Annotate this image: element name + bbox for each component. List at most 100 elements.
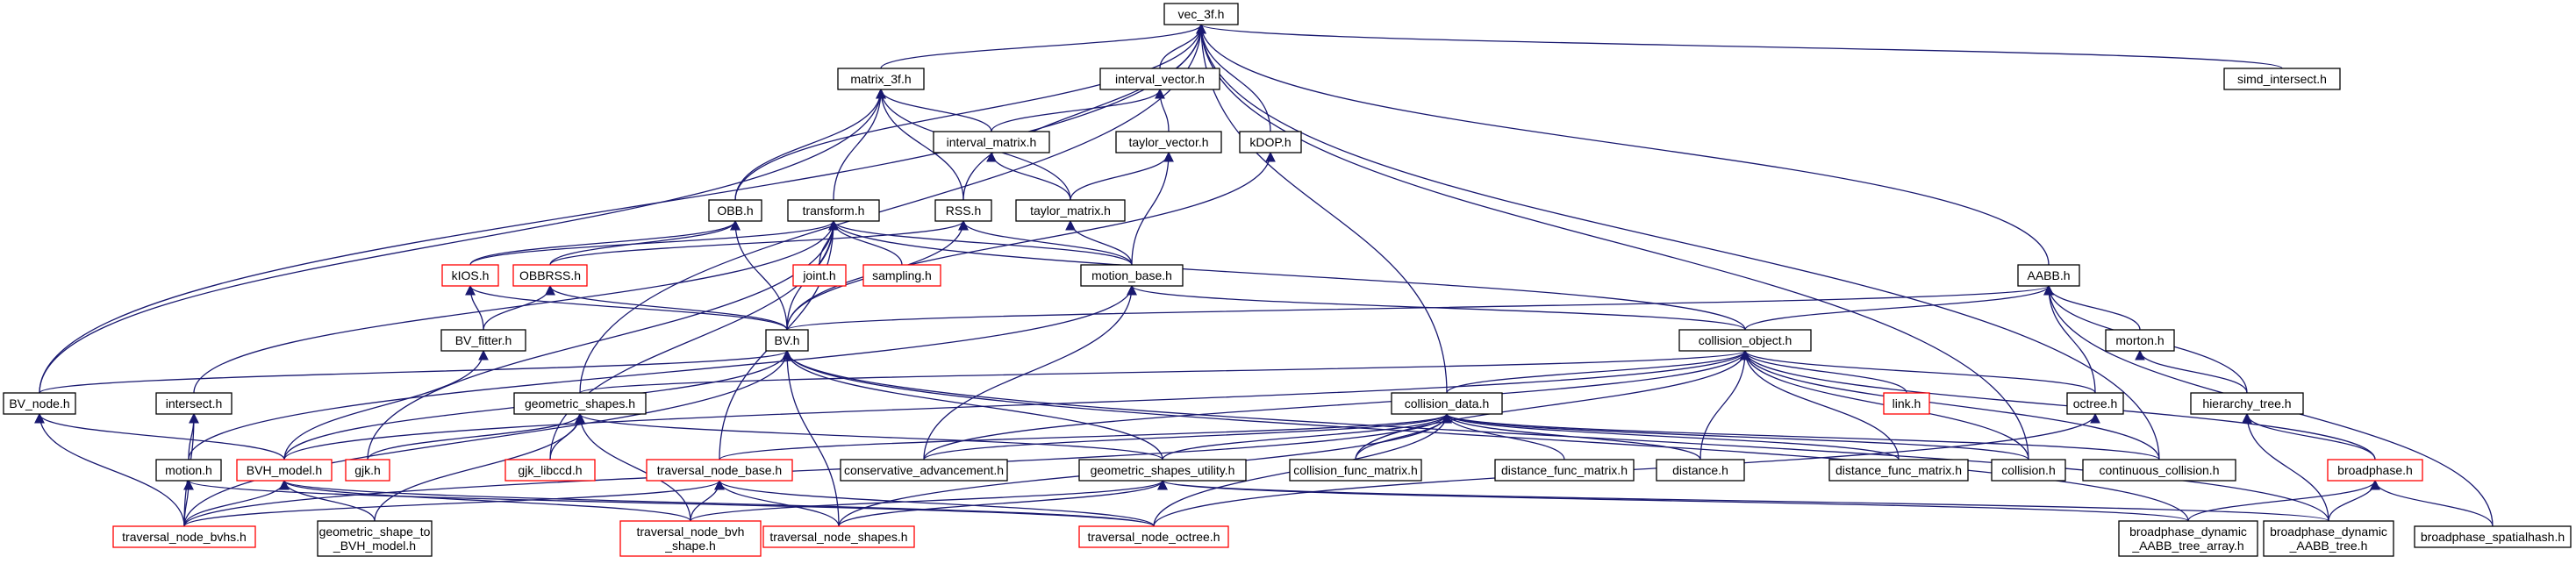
node-link[interactable]: link.h	[1883, 392, 1930, 415]
node-geomutil[interactable]: geometric_shapes_utility.h	[1078, 459, 1247, 482]
edge-gjk-to-geomshapes	[367, 412, 585, 460]
edge-contcollision-to-collisionobject	[1740, 349, 2160, 460]
node-box-intervalmatrix	[933, 131, 1050, 153]
node-travshapes[interactable]: traversal_node_shapes.h	[762, 525, 915, 548]
edge-hierarchytree-to-morton	[2135, 349, 2248, 394]
node-intersect[interactable]: intersect.h	[155, 392, 233, 415]
node-bv[interactable]: BV.h	[765, 329, 809, 352]
edge-bpdyntree-to-geomutil	[1157, 479, 2329, 522]
edge-bpdynarray-to-broadphase	[2187, 479, 2380, 522]
node-motion[interactable]: motion.h	[155, 459, 222, 482]
node-obb[interactable]: OBB.h	[708, 199, 762, 222]
edge-bvnode-to-bv	[39, 349, 792, 394]
node-transform[interactable]: transform.h	[787, 199, 880, 222]
edge-bvnode-to-vec3f	[39, 23, 1206, 394]
node-motionbase[interactable]: motion_base.h	[1080, 264, 1184, 287]
node-collisionobject[interactable]: collision_object.h	[1678, 329, 1812, 352]
node-label-taylorvector: taylor_vector.h	[1128, 135, 1208, 149]
node-sampling[interactable]: sampling.h	[862, 264, 941, 287]
edge-motion-to-motionbase	[188, 284, 1137, 460]
node-distfuncmatrix1[interactable]: distance_func_matrix.h	[1494, 459, 1635, 482]
node-bvnode[interactable]: BV_node.h	[3, 392, 76, 415]
edge-bv-to-obb	[730, 219, 788, 331]
edge-collisiondata-to-collisionobject	[1446, 349, 1750, 394]
edge-travbvhs-to-bvnode	[34, 412, 185, 527]
node-hierarchytree[interactable]: hierarchy_tree.h	[2190, 392, 2304, 415]
node-box-consadv	[840, 459, 1008, 482]
node-aabb[interactable]: AABB.h	[2017, 264, 2080, 287]
node-label-travbvhshape-line2: _shape.h	[664, 539, 716, 553]
node-label-gjk: gjk.h	[354, 463, 381, 477]
node-bpdynarray[interactable]: broadphase_dynamic_AABB_tree_array.h	[2118, 520, 2258, 557]
node-contcollision[interactable]: continuous_collision.h	[2082, 459, 2236, 482]
node-box-kdop	[1239, 131, 1302, 153]
node-consadv[interactable]: conservative_advancement.h	[840, 459, 1008, 482]
node-collisiondata[interactable]: collision_data.h	[1391, 392, 1503, 415]
edge-travshapes-to-geomutil	[838, 479, 1168, 527]
node-box-kios	[441, 264, 499, 287]
node-simd[interactable]: simd_intersect.h	[2223, 68, 2341, 90]
node-label-geomtobvh-line2: _BVH_model.h	[333, 539, 416, 553]
edge-geomutil-to-collisiondata	[1162, 412, 1452, 460]
node-label-broadphase: broadphase.h	[2337, 463, 2413, 477]
node-morton[interactable]: morton.h	[2105, 329, 2175, 352]
node-taylorvector[interactable]: taylor_vector.h	[1115, 131, 1222, 153]
node-gjklibccd[interactable]: gjk_libccd.h	[504, 459, 596, 482]
node-geomtobvh[interactable]: geometric_shape_to_BVH_model.h	[317, 520, 433, 557]
node-travnodebase[interactable]: traversal_node_base.h	[646, 459, 793, 482]
edge-broadphase-to-hierarchytree	[2242, 412, 2376, 460]
node-label-kios: kIOS.h	[452, 268, 490, 282]
node-kdop[interactable]: kDOP.h	[1239, 131, 1302, 153]
edge-contcollision-to-vec3f	[1196, 23, 2160, 460]
edge-bvnode-to-matrix3f	[39, 88, 886, 394]
edge-collisiondata-to-vec3f	[1196, 23, 1448, 394]
node-collision[interactable]: collision.h	[1991, 459, 2066, 482]
node-box-broadphase	[2327, 459, 2423, 482]
node-label-consadv: conservative_advancement.h	[844, 463, 1004, 477]
node-label-vec3f: vec_3f.h	[1178, 7, 1225, 21]
node-matrix3f[interactable]: matrix_3f.h	[837, 68, 925, 90]
node-box-collision	[1991, 459, 2066, 482]
node-box-motion	[155, 459, 222, 482]
edge-geomutil-to-bv	[782, 349, 1163, 460]
node-distance[interactable]: distance.h	[1656, 459, 1745, 482]
node-kios[interactable]: kIOS.h	[441, 264, 499, 287]
node-colfuncmatrix[interactable]: collision_func_matrix.h	[1289, 459, 1422, 482]
node-box-hierarchytree	[2190, 392, 2304, 415]
edge-taylorvector-to-intervalvector	[1155, 88, 1170, 132]
node-box-morton	[2105, 329, 2175, 352]
node-bvhmodel[interactable]: BVH_model.h	[236, 459, 333, 482]
edge-travbvhshape-to-geomutil	[690, 479, 1168, 522]
node-box-colfuncmatrix	[1289, 459, 1422, 482]
node-distfuncmatrix2[interactable]: distance_func_matrix.h	[1828, 459, 1969, 482]
node-box-link	[1883, 392, 1930, 415]
edge-octree-to-collisionobject	[1740, 349, 2096, 394]
node-label-kdop: kDOP.h	[1249, 135, 1291, 149]
node-obbrss[interactable]: OBBRSS.h	[512, 264, 588, 287]
edge-travnodebase-to-collisiondata	[719, 412, 1452, 460]
node-taylormatrix[interactable]: taylor_matrix.h	[1015, 199, 1126, 222]
node-bvfitter[interactable]: BV_fitter.h	[440, 329, 526, 352]
edge-geomtobvh-to-geomshapes	[374, 412, 585, 522]
node-box-contcollision	[2082, 459, 2236, 482]
node-travoctree[interactable]: traversal_node_octree.h	[1078, 525, 1229, 548]
node-rss[interactable]: RSS.h	[934, 199, 992, 222]
node-broadphase[interactable]: broadphase.h	[2327, 459, 2423, 482]
node-octree[interactable]: octree.h	[2066, 392, 2124, 415]
node-label-octree: octree.h	[2073, 396, 2118, 410]
node-travbvhs[interactable]: traversal_node_bvhs.h	[112, 525, 256, 548]
edge-bv-to-aabb	[786, 284, 2054, 331]
node-travbvhshape[interactable]: traversal_node_bvh_shape.h	[619, 520, 762, 557]
node-label-morton: morton.h	[2115, 333, 2164, 347]
node-joint[interactable]: joint.h	[792, 264, 847, 287]
node-bpdyntree[interactable]: broadphase_dynamic_AABB_tree.h	[2263, 520, 2394, 557]
edge-bpdyntree-to-hierarchytree	[2242, 412, 2329, 522]
edge-octree-to-aabb	[2043, 284, 2096, 394]
node-box-gjklibccd	[504, 459, 596, 482]
edge-consadv-to-collisiondata	[923, 412, 1452, 460]
node-bpspatial[interactable]: broadphase_spatialhash.h	[2414, 525, 2572, 548]
node-geomshapes[interactable]: geometric_shapes.h	[513, 392, 647, 415]
node-intervalvector[interactable]: interval_vector.h	[1099, 68, 1220, 90]
node-intervalmatrix[interactable]: interval_matrix.h	[933, 131, 1050, 153]
node-gjk[interactable]: gjk.h	[345, 459, 390, 482]
